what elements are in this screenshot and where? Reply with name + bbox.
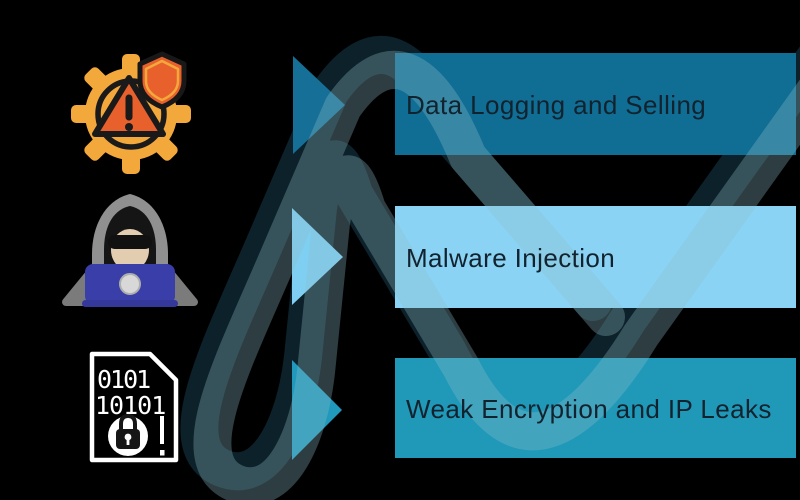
- risk-bar-weak-encryption: Weak Encryption and IP Leaks: [395, 358, 796, 458]
- risk-label: Malware Injection: [406, 243, 616, 273]
- laptop-base: [82, 300, 178, 307]
- lock-keyhole: [124, 433, 132, 441]
- risk-bar-data-logging: Data Logging and Selling: [395, 53, 796, 155]
- shield-inner-line: [144, 59, 180, 102]
- arrow-icon-row2: [292, 208, 343, 305]
- risk-label: Data Logging and Selling: [406, 90, 707, 120]
- arrow-icon-row1: [293, 56, 345, 154]
- laptop-logo: [119, 273, 141, 295]
- warning-exclamation-dot: [125, 123, 133, 131]
- document-outline: [89, 351, 179, 463]
- binary-line-1: 0101: [97, 365, 150, 394]
- lock-shackle: [119, 413, 137, 430]
- arrow-icon-row3: [292, 360, 342, 460]
- hacker-laptop-icon: [62, 194, 198, 307]
- document-mark-dot: [160, 450, 165, 456]
- risk-label: Weak Encryption and IP Leaks: [406, 394, 772, 424]
- risk-bar-malware-injection: Malware Injection: [395, 206, 796, 308]
- lock-keyhole-stem: [126, 439, 130, 445]
- hacker-glasses: [108, 235, 152, 249]
- binary-document-lock-icon: 0101 10101: [89, 351, 179, 463]
- gear-warning-shield-icon: [71, 51, 191, 174]
